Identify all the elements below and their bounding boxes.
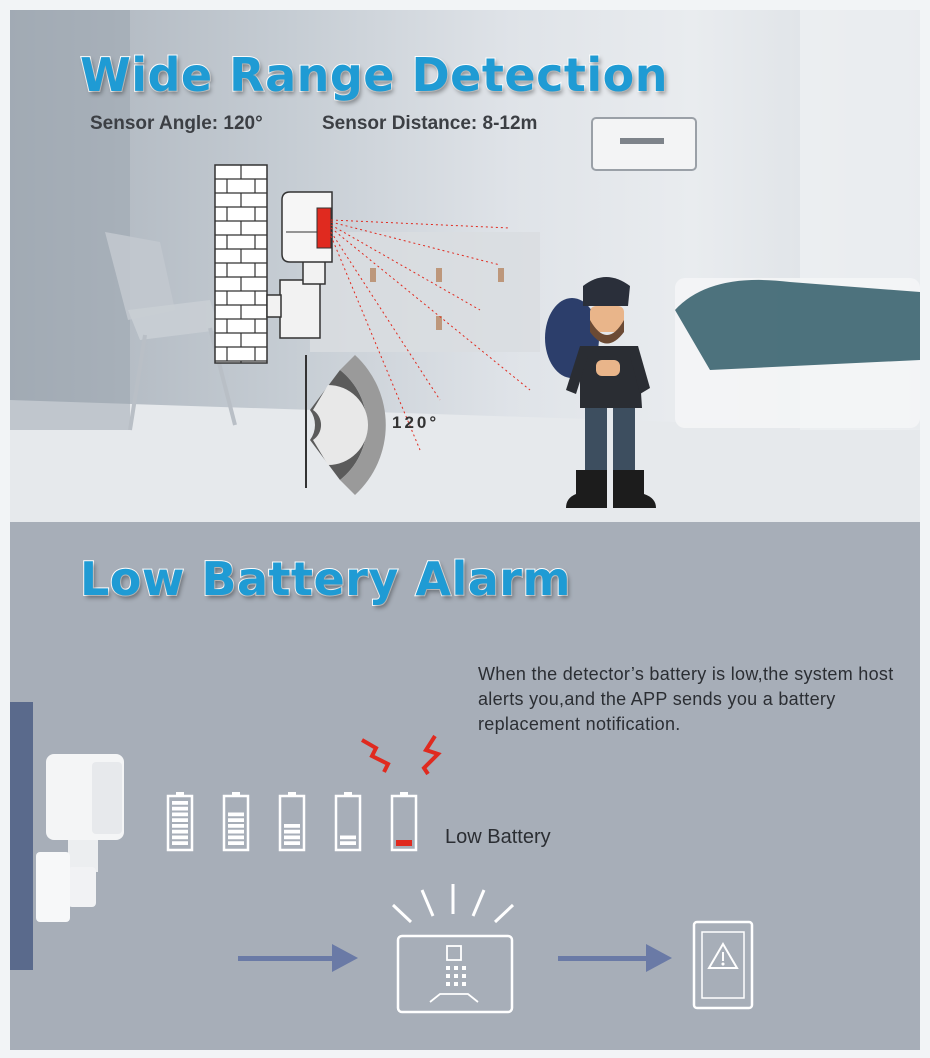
motion-sensor-device [266,191,333,339]
dresser-handle [498,268,504,282]
chair-back [105,232,175,320]
system-host-icon [391,884,515,1014]
alert-bolt-icons [361,734,442,776]
bedroom-scene [10,10,920,522]
wall-bar [10,702,33,970]
angle-label: 120° [392,413,440,432]
dresser-handle [436,316,442,330]
battery-icon [390,792,418,852]
dresser [310,232,540,352]
battery-icon [278,792,306,852]
low-battery-label: Low Battery [445,826,551,848]
sensor-device-photo [36,754,124,922]
dresser-handle [436,268,442,282]
flow-arrow-icon [238,944,358,972]
sensor-distance-text: Sensor Distance: 8-12m [322,113,538,134]
chair-seat [128,300,220,340]
wide-range-section: Wide Range Detection Sensor Angle: 120° … [10,10,920,522]
floor [10,400,920,522]
chair-leg [208,327,237,426]
phone-warning-icon [692,920,754,1010]
angle-diagram [305,355,386,495]
low-battery-title: Low Battery Alarm [79,551,571,607]
bed-blanket [675,279,920,370]
battery-levels [166,792,418,852]
battery-icon [334,792,362,852]
dresser-handle [370,268,376,282]
detection-rays [330,219,531,451]
battery-icon [222,792,250,852]
battery-icon [166,792,194,852]
person-illustration [545,277,656,508]
wall-shadow [10,10,130,430]
brick-wall [214,164,268,364]
ac-display [620,138,664,144]
chair-leg [128,334,147,431]
wide-range-title: Wide Range Detection [79,47,668,103]
low-battery-section: Low Battery Alarm When the detector’s ba… [10,522,920,1050]
sensor-angle-text: Sensor Angle: 120° [90,113,263,134]
low-battery-description: When the detector’s battery is low,the s… [478,664,894,734]
low-battery-graphics [10,702,754,1014]
flow-arrow-icon [558,944,672,972]
sensor-lens [316,207,332,249]
